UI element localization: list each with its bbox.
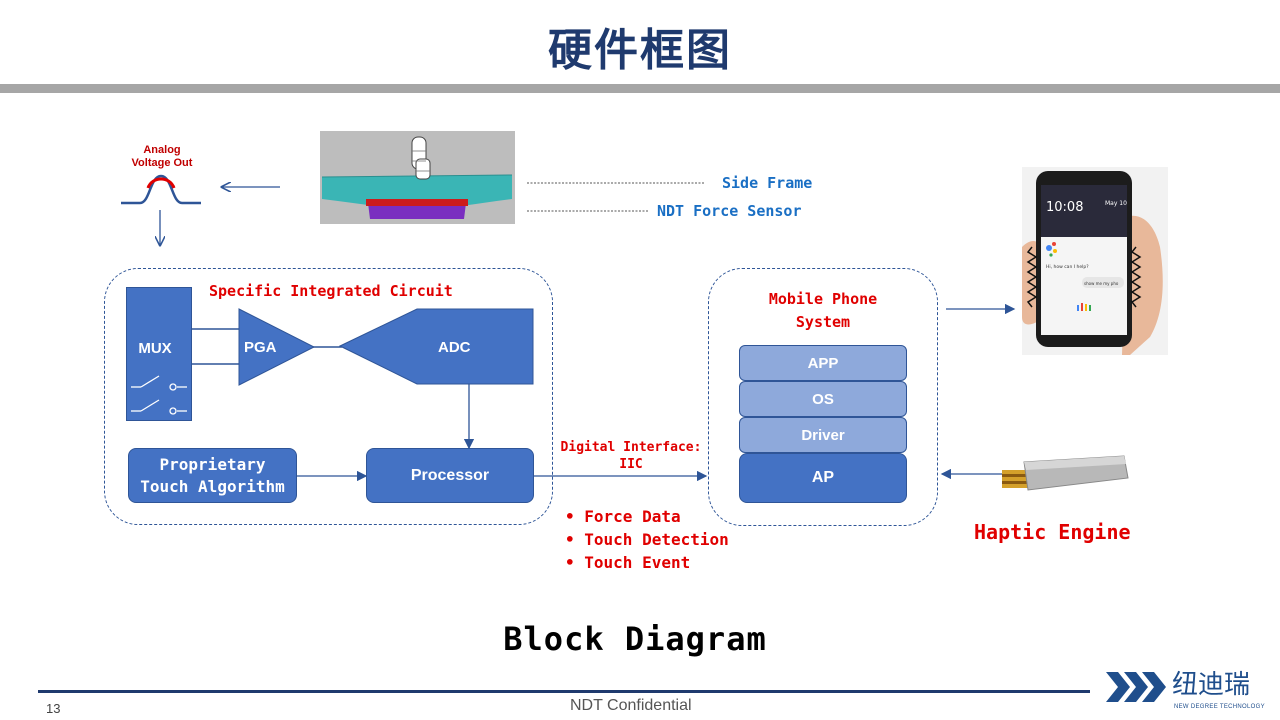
algorithm-line1: Proprietary <box>159 454 266 474</box>
title-divider <box>0 84 1280 93</box>
bullet-item: Force Data <box>565 505 729 528</box>
company-logo: 纽迪瑞 NEW DEGREE TECHNOLOGY <box>1104 668 1272 716</box>
driver-layer: Driver <box>739 417 907 453</box>
analog-label-line1: Analog <box>143 144 181 156</box>
page-title: 硬件框图 <box>548 25 732 76</box>
footer-divider <box>38 690 1090 693</box>
analog-label-line2: Voltage Out <box>131 157 193 169</box>
switch-icon <box>131 375 187 415</box>
ap-label: AP <box>811 469 835 486</box>
ap-layer: AP <box>739 453 907 503</box>
processor-label: Processor <box>410 466 490 484</box>
os-layer: OS <box>739 381 907 417</box>
bullet-item: Touch Event <box>565 551 729 574</box>
logo-chinese-name: 纽迪瑞 <box>1172 670 1251 700</box>
smartphone-image: 10:08 May 10 Hi, how can I help? show me… <box>1022 167 1168 355</box>
analog-voltage-label: Analog Voltage Out <box>112 144 212 170</box>
pga-amplifier <box>238 308 316 386</box>
haptic-engine-image <box>1002 455 1129 491</box>
interface-line1: Digital Interface: <box>560 440 702 455</box>
side-frame-label: Side Frame <box>722 174 813 192</box>
logo-english-name: NEW DEGREE TECHNOLOGY <box>1174 704 1265 710</box>
haptic-engine-label: Haptic Engine <box>974 520 1131 544</box>
os-label: OS <box>812 390 834 408</box>
mux-label: MUX <box>138 340 172 357</box>
mobile-title-line2: System <box>795 313 851 331</box>
force-sensor-image <box>320 131 515 224</box>
touch-algorithm-block: Proprietary Touch Algorithm <box>128 448 297 503</box>
output-bullets: Force Data Touch Detection Touch Event <box>565 505 729 574</box>
mobile-system-container <box>708 268 938 526</box>
interface-line2: IIC <box>619 457 643 472</box>
processor-block: Processor <box>366 448 534 503</box>
app-label: APP <box>807 354 839 372</box>
bullet-item: Touch Detection <box>565 528 729 551</box>
digital-interface-label: Digital Interface: IIC <box>556 439 706 473</box>
algorithm-line2: Touch Algorithm <box>140 476 285 496</box>
mux-block: MUX <box>126 287 192 421</box>
phone-time: 10:08 <box>1046 200 1083 215</box>
adc-converter <box>339 308 534 385</box>
confidential-label: NDT Confidential <box>570 697 692 714</box>
mobile-title-line1: Mobile Phone <box>768 290 878 308</box>
app-layer: APP <box>739 345 907 381</box>
diagram-caption: Block Diagram <box>503 620 767 658</box>
ndt-force-sensor-label: NDT Force Sensor <box>657 202 802 220</box>
phone-reply: show me my pho <box>1084 281 1119 286</box>
analog-pulse-icon <box>121 174 201 205</box>
phone-date: May 10 <box>1105 200 1127 207</box>
sic-title: Specific Integrated Circuit <box>209 282 453 300</box>
pga-label: PGA <box>244 339 277 356</box>
sic-container <box>104 268 553 525</box>
page-number: 13 <box>46 701 61 716</box>
adc-label: ADC <box>438 339 471 356</box>
chevrons-logo-icon <box>1106 672 1166 702</box>
driver-label: Driver <box>801 426 845 444</box>
phone-greeting: Hi, how can I help? <box>1046 264 1089 270</box>
mobile-system-title: Mobile Phone System <box>708 288 938 334</box>
